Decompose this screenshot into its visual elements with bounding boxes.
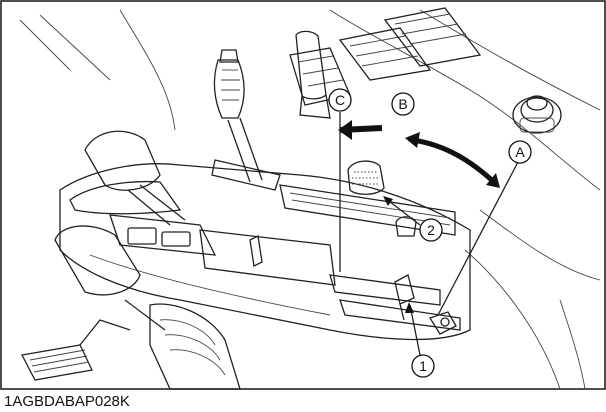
leader-lines xyxy=(339,112,519,356)
figure-code: 1AGBDABAP028K xyxy=(4,393,130,410)
small-console-lever xyxy=(249,235,263,267)
callout-2: 2 xyxy=(419,218,443,242)
svg-text:1: 1 xyxy=(419,358,427,374)
rear-fitting xyxy=(429,311,457,335)
round-switch xyxy=(512,95,562,134)
svg-text:2: 2 xyxy=(427,222,435,238)
shift-lever-top xyxy=(295,30,331,119)
foot-pedal xyxy=(21,319,131,381)
range-lever-left xyxy=(54,225,241,390)
air-vents xyxy=(289,7,482,106)
svg-text:C: C xyxy=(335,92,345,108)
console-body xyxy=(59,163,471,341)
svg-text:B: B xyxy=(398,96,407,112)
lever-1 xyxy=(394,274,415,321)
callout-1: 1 xyxy=(411,354,435,378)
direction-arrows xyxy=(338,120,500,188)
gear-lever-left xyxy=(84,130,186,226)
parking-brake-lever xyxy=(211,49,281,191)
knob-2 xyxy=(347,160,385,195)
svg-text:A: A xyxy=(515,144,525,160)
callout-b: B xyxy=(391,92,415,116)
callout-c: C xyxy=(328,88,352,112)
callout-a: A xyxy=(508,140,532,164)
dashboard-contours xyxy=(19,9,601,390)
